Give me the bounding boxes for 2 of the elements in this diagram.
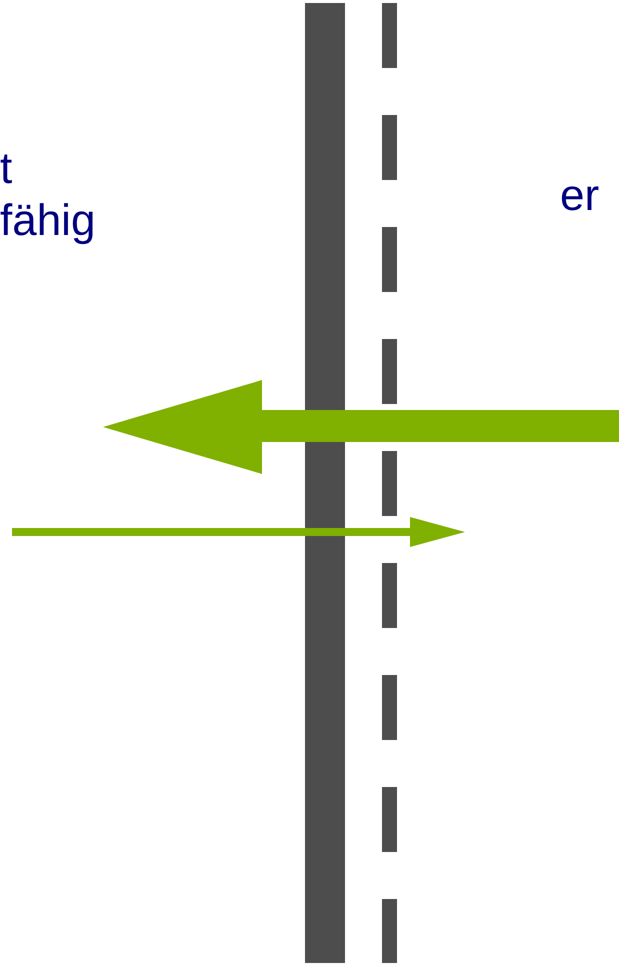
label-text: t fähig	[0, 143, 96, 247]
label-text: er	[560, 170, 600, 222]
